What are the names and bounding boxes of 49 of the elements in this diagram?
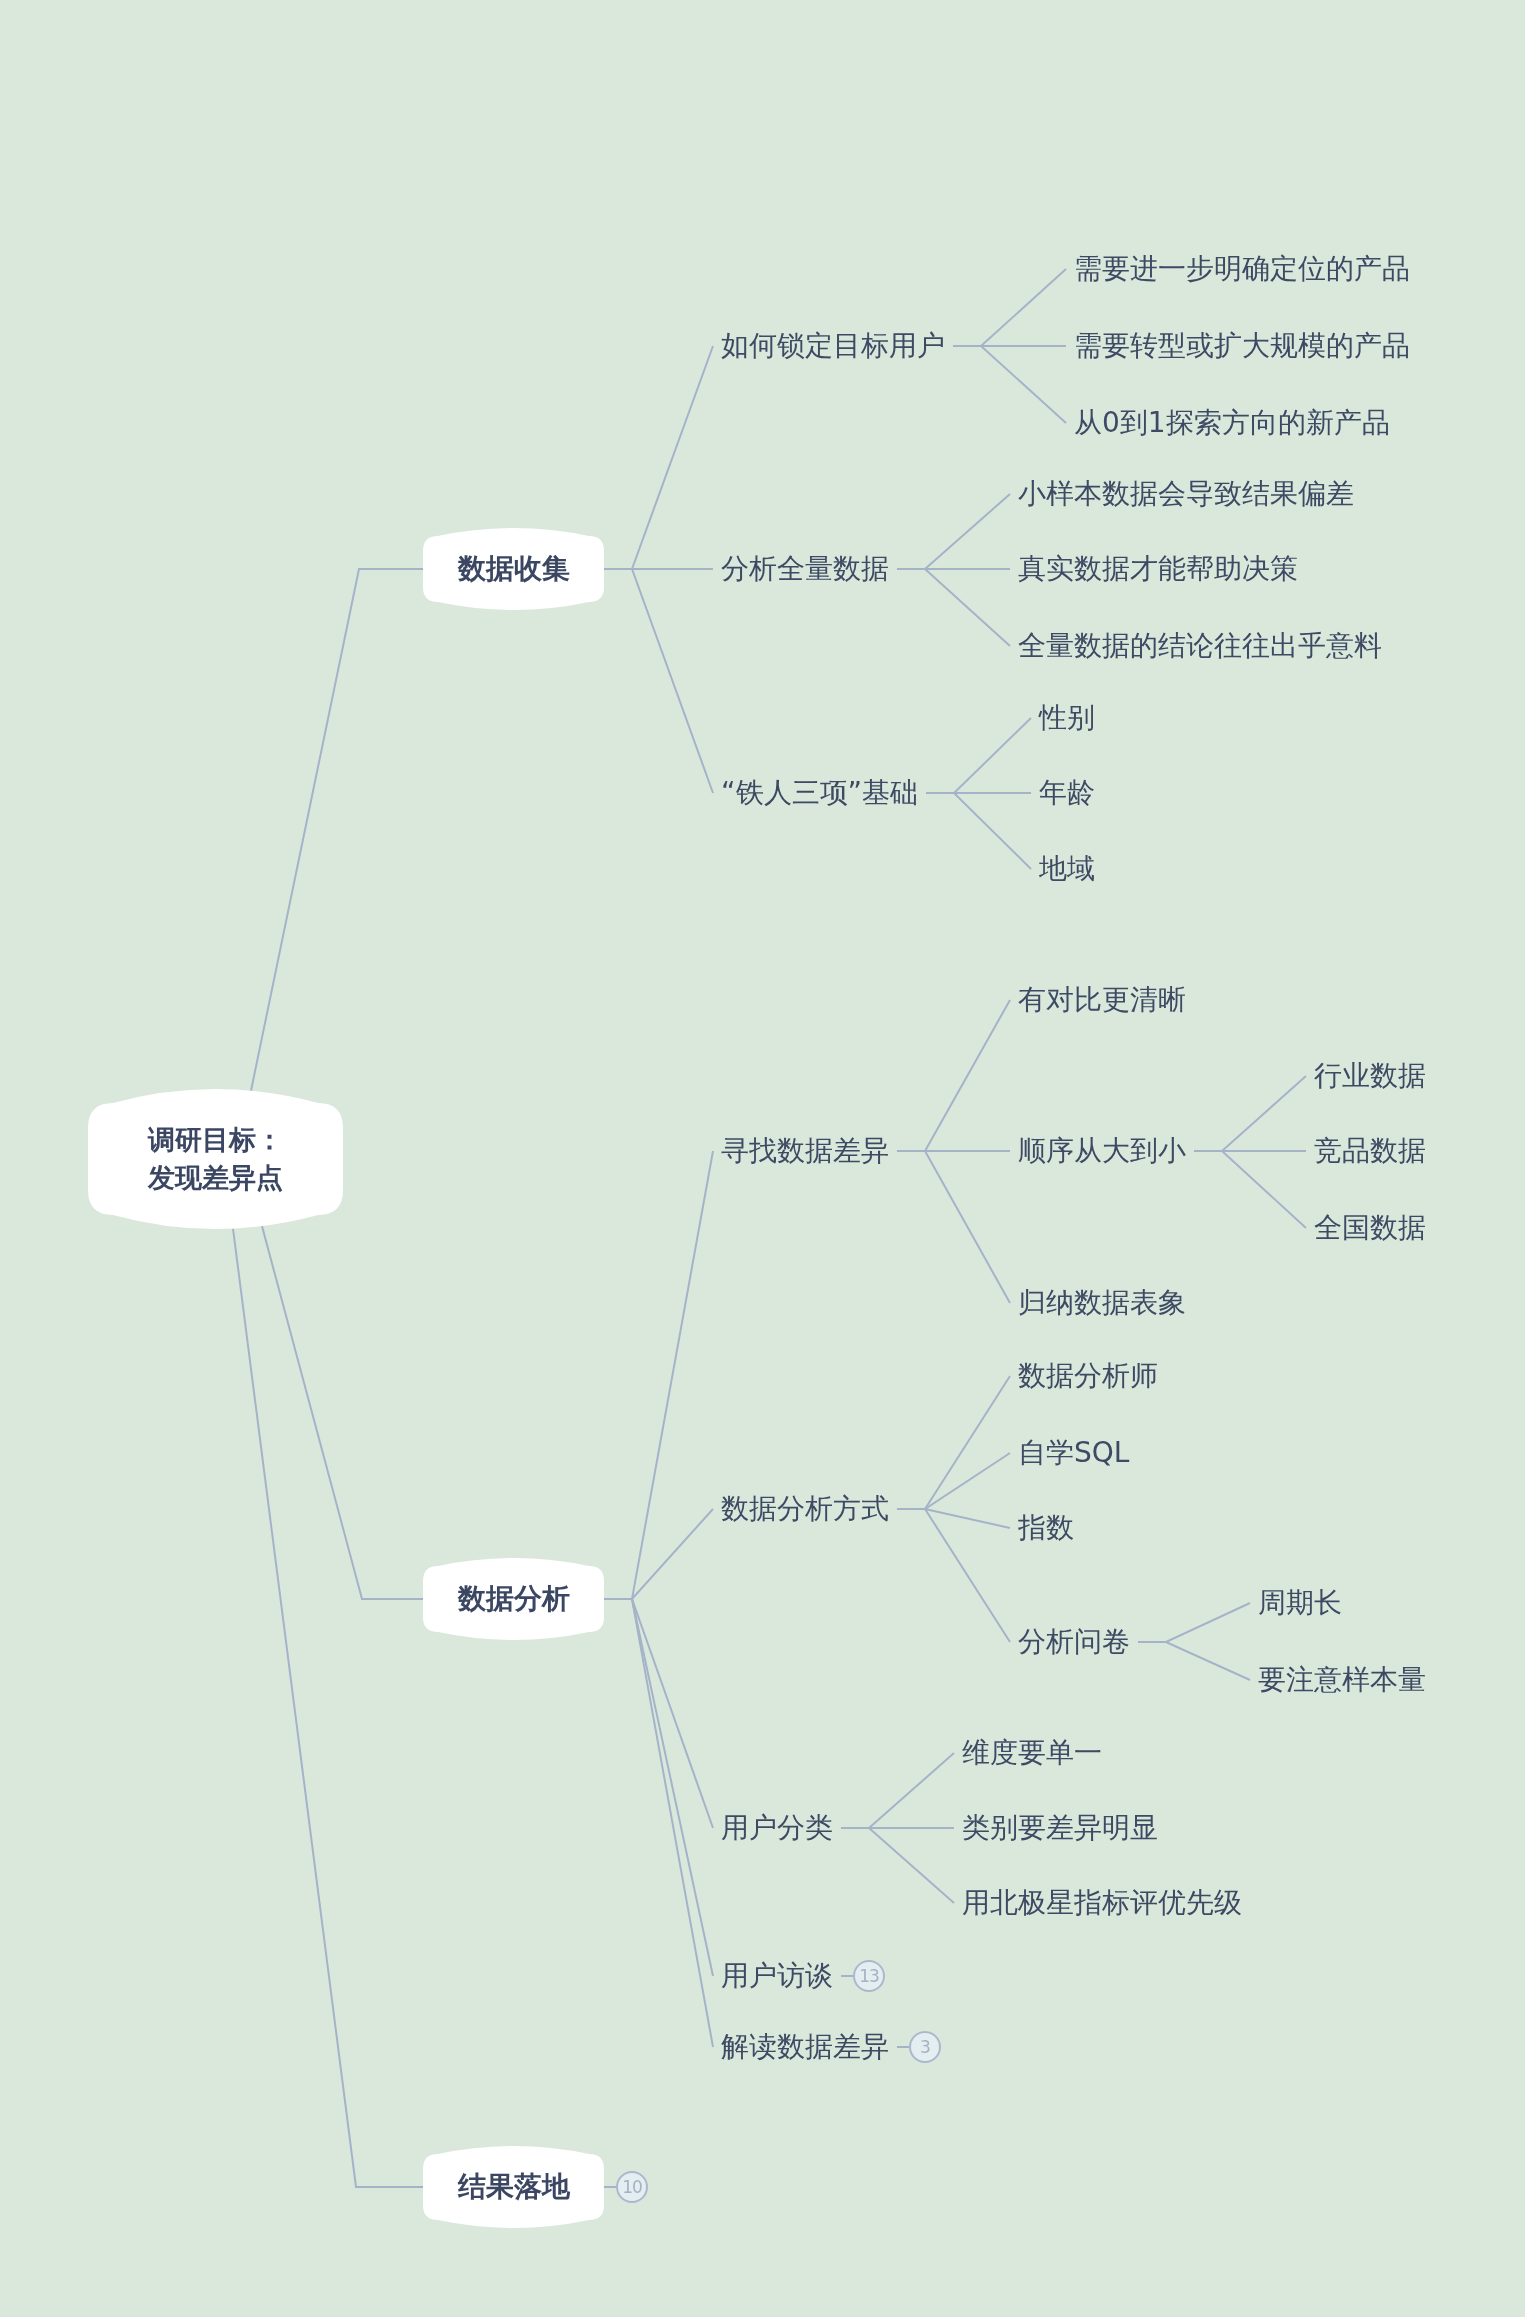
topic-label: 解读数据差异 (713, 2029, 897, 2065)
topic-label: 从0到1探索方向的新产品 (1066, 405, 1398, 441)
topic-label: 类别要差异明显 (954, 1810, 1166, 1846)
topic-label: 指数 (1010, 1510, 1082, 1546)
branch-line (1193, 1150, 1307, 1229)
branch-line (1137, 1641, 1251, 1681)
topic-label: 分析问卷 (1010, 1624, 1138, 1660)
topic-label: 分析全量数据 (713, 551, 897, 587)
topic-label: 竞品数据 (1306, 1133, 1434, 1169)
branch-line (925, 792, 1032, 870)
topic-label: 如何锁定目标用户 (713, 328, 953, 364)
topic-label: 周期长 (1250, 1585, 1350, 1621)
collapsed-count-badge: 10 (616, 2171, 648, 2203)
topic-title: 结果落地 (457, 2169, 570, 2205)
topic-title: 调研目标：发现差异点 (148, 1123, 283, 1195)
topic-label: 维度要单一 (954, 1735, 1110, 1771)
topic-label: 寻找数据差异 (713, 1133, 897, 1169)
branch-line (952, 345, 1067, 424)
topic-label: 用户分类 (713, 1810, 841, 1846)
collapsed-count-badge: 13 (853, 1960, 885, 1992)
topic-title: 数据分析 (457, 1581, 570, 1617)
topic-label: 数据分析方式 (713, 1491, 897, 1527)
branch-line (840, 1827, 955, 1904)
branch-line (261, 1225, 424, 1600)
topic-label: 顺序从大到小 (1010, 1133, 1194, 1169)
topic-label: “铁人三项”基础 (713, 775, 926, 811)
topic-label: 真实数据才能帮助决策 (1010, 551, 1306, 587)
topic-label: 用户访谈 (713, 1958, 841, 1994)
topic-label: 自学SQL (1010, 1435, 1138, 1471)
topic-label: 需要进一步明确定位的产品 (1066, 251, 1418, 287)
topic-label: 归纳数据表象 (1010, 1285, 1194, 1321)
branch-line (232, 1227, 424, 2188)
topic-label: 用北极星指标评优先级 (954, 1885, 1250, 1921)
topic-label: 行业数据 (1306, 1058, 1434, 1094)
topic-label: 数据分析师 (1010, 1358, 1166, 1394)
topic-label: 全量数据的结论往往出乎意料 (1010, 628, 1390, 664)
topic-label: 年龄 (1031, 775, 1103, 811)
topic-label: 小样本数据会导致结果偏差 (1010, 476, 1362, 512)
topic-label: 性别 (1031, 700, 1103, 736)
topic-label: 要注意样本量 (1250, 1662, 1434, 1698)
topic-title: 数据收集 (457, 551, 570, 587)
topic-label: 全国数据 (1306, 1210, 1434, 1246)
topic-label: 地域 (1031, 851, 1103, 887)
branch-line (250, 568, 424, 1092)
branch-line (896, 1508, 1011, 1643)
topic-label: 有对比更清晰 (1010, 982, 1194, 1018)
topic-label: 需要转型或扩大规模的产品 (1066, 328, 1418, 364)
collapsed-count-badge: 3 (909, 2031, 941, 2063)
branch-line (896, 568, 1011, 647)
